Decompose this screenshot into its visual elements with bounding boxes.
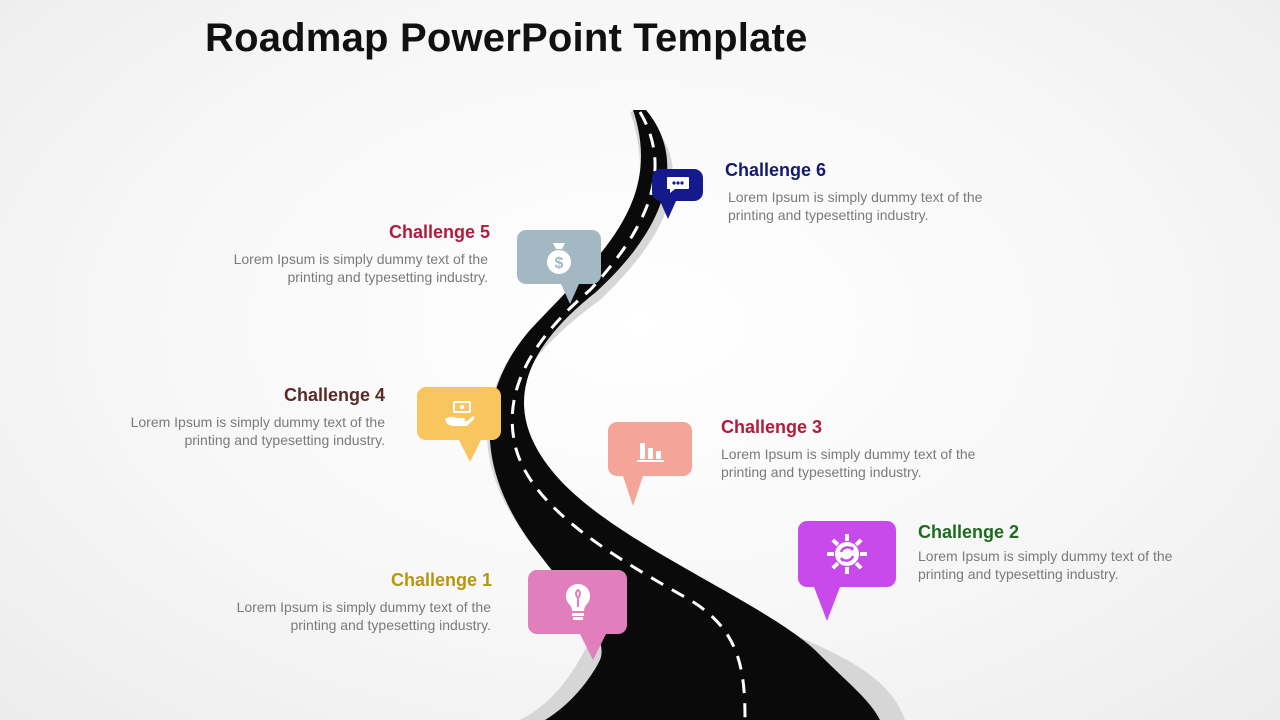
challenge-4-marker	[417, 387, 501, 462]
challenge-6-text: Lorem Ipsum is simply dummy text of the …	[728, 189, 983, 223]
challenge-3-heading: Challenge 3	[721, 417, 823, 437]
challenge-2-block: Challenge 2 Lorem Ipsum is simply dummy …	[918, 522, 1218, 583]
road-asphalt	[489, 110, 880, 720]
challenge-6-marker	[652, 169, 703, 219]
challenge-5-text: Lorem Ipsum is simply dummy text of the …	[233, 251, 488, 285]
challenge-6-heading: Challenge 6	[725, 160, 827, 180]
chat-bubble-icon	[666, 177, 689, 193]
challenge-4-text: Lorem Ipsum is simply dummy text of the …	[130, 414, 385, 448]
bar-chart-icon	[637, 443, 664, 462]
challenge-1-heading: Challenge 1	[390, 570, 492, 590]
money-bag-icon: $	[547, 243, 571, 274]
challenge-5-block: Challenge 5 Lorem Ipsum is simply dummy …	[190, 222, 490, 286]
gear-sun-icon	[827, 534, 867, 574]
challenge-2-heading: Challenge 2	[918, 522, 1020, 542]
challenge-1-text: Lorem Ipsum is simply dummy text of the …	[236, 599, 491, 633]
road-center-line	[510, 111, 747, 720]
hand-money-icon	[445, 400, 475, 426]
challenge-5-marker: $	[517, 230, 601, 304]
challenge-4-block: Challenge 4 Lorem Ipsum is simply dummy …	[85, 385, 385, 449]
challenge-3-marker	[608, 422, 692, 506]
challenge-5-heading: Challenge 5	[388, 222, 490, 242]
challenge-2-marker	[798, 521, 896, 621]
challenge-1-block: Challenge 1 Lorem Ipsum is simply dummy …	[192, 570, 492, 634]
challenge-6-block: Challenge 6 Lorem Ipsum is simply dummy …	[725, 160, 1025, 224]
lightbulb-icon	[565, 583, 590, 620]
challenge-4-heading: Challenge 4	[283, 385, 385, 405]
challenge-1-marker	[528, 570, 627, 660]
svg-text:$: $	[555, 255, 564, 272]
page-title: Roadmap PowerPoint Template	[205, 16, 808, 60]
challenge-3-text: Lorem Ipsum is simply dummy text of the …	[721, 446, 976, 480]
challenge-2-text: Lorem Ipsum is simply dummy text of the …	[918, 548, 1173, 582]
challenge-3-block: Challenge 3 Lorem Ipsum is simply dummy …	[721, 417, 1021, 481]
